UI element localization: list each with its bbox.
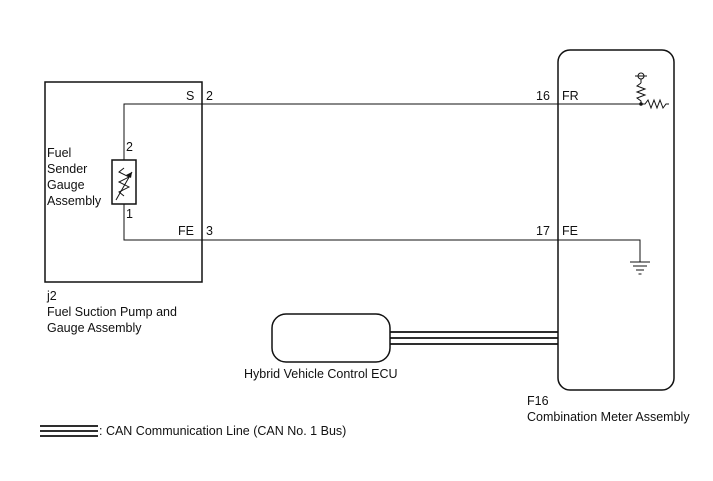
pump-terminal-s-number: 2: [206, 89, 213, 103]
legend-can-label: : CAN Communication Line (CAN No. 1 Bus): [99, 424, 347, 438]
pump-terminal-fe-name: FE: [178, 224, 194, 238]
pump-terminal-s-name: S: [186, 89, 195, 103]
pump-assembly-name-line1: Fuel Suction Pump and: [47, 305, 177, 319]
meter-assembly-name: Combination Meter Assembly: [527, 410, 690, 424]
sender-label-line2: Sender: [47, 162, 88, 176]
sender-pin-bottom: 1: [126, 207, 133, 221]
pump-assembly-code: j2: [47, 289, 57, 303]
sender-label-line4: Assembly: [47, 194, 102, 208]
wire-fe-internal: [558, 239, 641, 262]
pump-terminal-fe-number: 3: [206, 224, 213, 238]
hybrid-ecu-box: [271, 313, 391, 363]
ground-icon: [630, 261, 650, 275]
sender-arrow-head: [126, 172, 132, 178]
pump-assembly-name-line2: Gauge Assembly: [47, 321, 142, 335]
can-bus-line: [390, 331, 558, 345]
meter-terminal-fr-number: 16: [536, 89, 550, 103]
legend-can-symbol: [40, 425, 98, 437]
meter-terminal-fe-number: 17: [536, 224, 550, 238]
wire-sender-to-s: [123, 103, 202, 160]
sender-pin-top: 2: [126, 140, 133, 154]
hybrid-ecu-name: Hybrid Vehicle Control ECU: [244, 367, 398, 381]
wire-sender-to-fe: [123, 204, 202, 241]
sender-label-line1: Fuel: [47, 146, 72, 160]
sender-zigzag: [117, 167, 131, 197]
sender-label-line3: Gauge: [47, 178, 85, 192]
meter-terminal-fr-name: FR: [562, 89, 579, 103]
meter-assembly-code: F16: [527, 394, 549, 408]
meter-horizontal-resistor-icon: [641, 98, 669, 110]
combination-meter-box: [557, 49, 675, 391]
sender-gauge-resistor: [111, 159, 137, 205]
meter-terminal-fe-name: FE: [562, 224, 578, 238]
meter-vertical-resistor-icon: [635, 82, 647, 104]
pump-assembly-box: [44, 81, 203, 283]
